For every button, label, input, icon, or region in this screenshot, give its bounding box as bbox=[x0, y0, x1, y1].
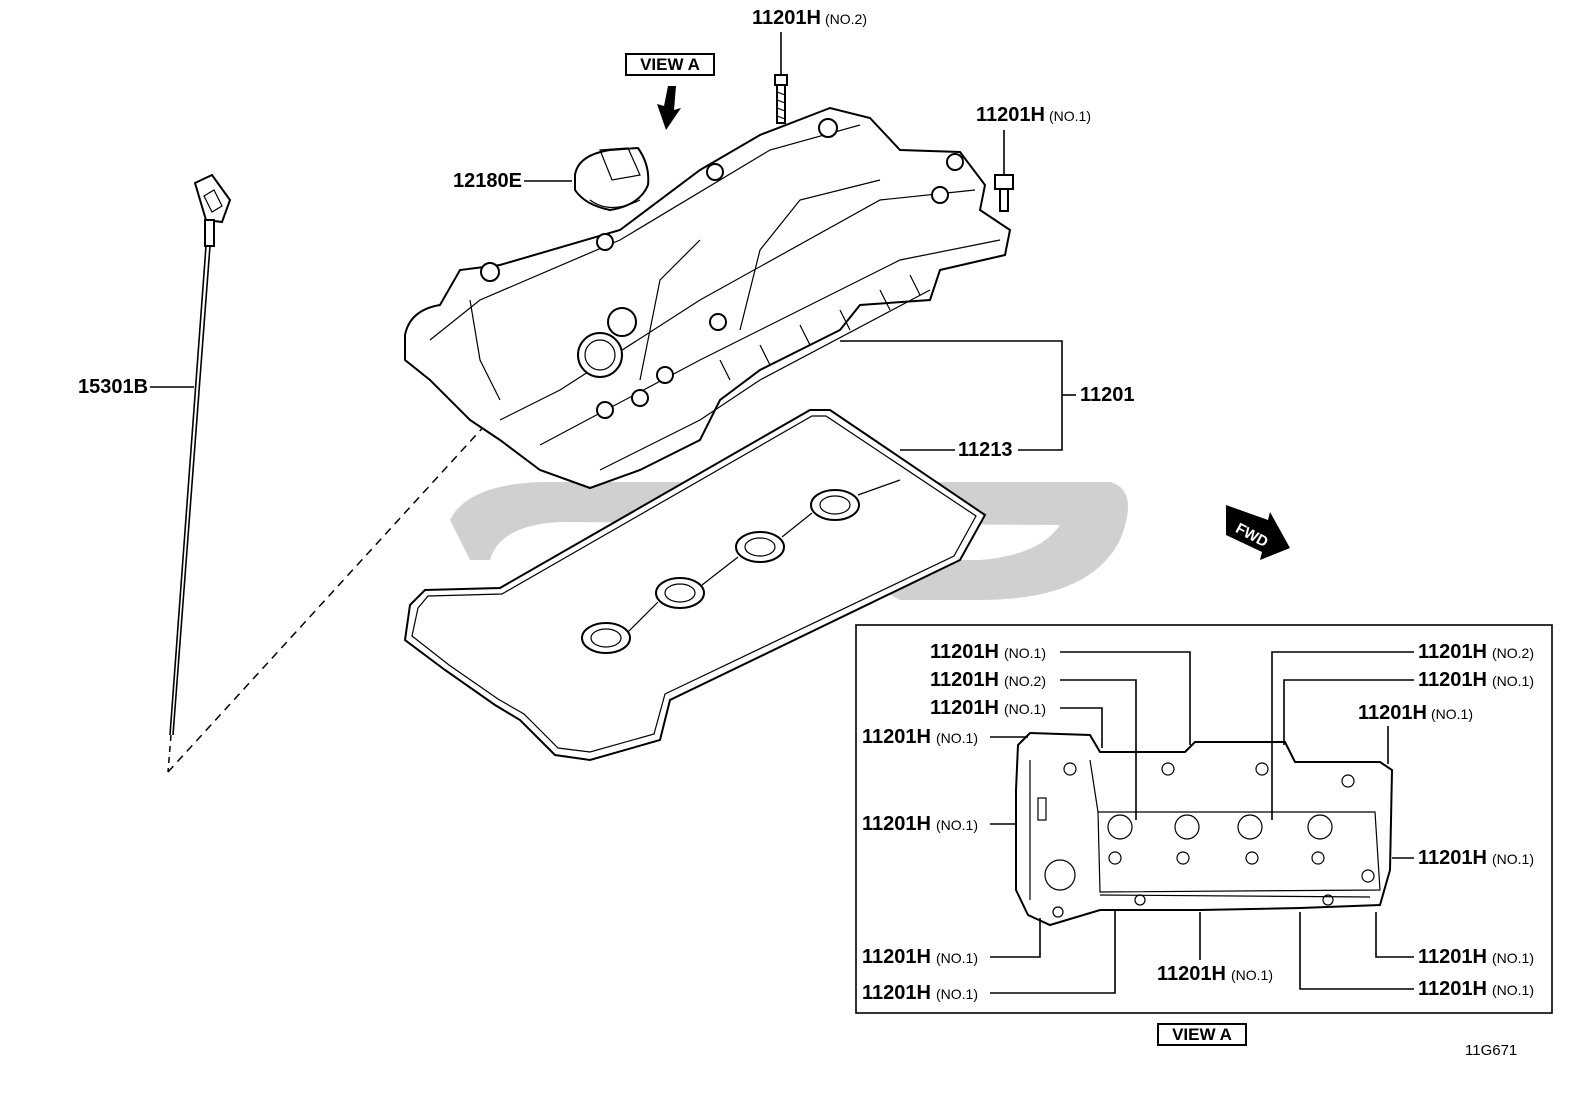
view-a-arrow: VIEW A bbox=[625, 53, 715, 130]
callout-part: 11201H bbox=[976, 104, 1045, 126]
callout-part: 11201H bbox=[862, 813, 931, 835]
callout-part: 11201H bbox=[930, 641, 999, 663]
callout-variant: (NO.1) bbox=[936, 986, 978, 1002]
cylinder-head-cover bbox=[404, 106, 1012, 490]
inset-callout-8: 11201H (NO.2) bbox=[1271, 641, 1534, 820]
callout-variant: (NO.1) bbox=[1004, 701, 1046, 717]
callout-part: 11201H bbox=[1358, 702, 1427, 724]
inset-callouts: 11201H (NO.1) 11201H (NO.2) 11201H (NO.1… bbox=[862, 641, 1534, 1004]
callout-part: 11201H bbox=[862, 946, 931, 968]
callout-variant: (NO.1) bbox=[936, 817, 978, 833]
inset-callout-2: 11201H (NO.2) bbox=[930, 669, 1137, 820]
callout-12180E: 12180E bbox=[453, 170, 572, 192]
inset-callout-6: 11201H (NO.1) bbox=[862, 918, 1041, 968]
callout-variant: (NO.1) bbox=[1049, 108, 1091, 124]
view-a-bottom-label-box: VIEW A bbox=[1157, 1023, 1247, 1046]
callout-part: 11201H bbox=[1418, 946, 1487, 968]
bolt-no2-top bbox=[774, 74, 788, 124]
callout-variant: (NO.1) bbox=[1492, 982, 1534, 998]
callout-variant: (NO.1) bbox=[1492, 851, 1534, 867]
callout-11201H-no2-top: 11201H (NO.2) bbox=[752, 7, 867, 75]
callout-variant: (NO.1) bbox=[936, 730, 978, 746]
inset-callout-9: 11201H (NO.1) bbox=[1283, 669, 1534, 745]
bolt-no1-top bbox=[994, 174, 1014, 212]
inset-callout-10: 11201H (NO.1) bbox=[1358, 702, 1473, 764]
callout-variant: (NO.1) bbox=[1004, 645, 1046, 661]
callout-variant: (NO.1) bbox=[1431, 706, 1473, 722]
callout-11201: 11201 bbox=[840, 340, 1135, 451]
inset-callout-1: 11201H (NO.1) bbox=[930, 641, 1191, 745]
callout-variant: (NO.2) bbox=[1492, 645, 1534, 661]
callout-part: 11201H bbox=[1157, 963, 1226, 985]
callout-variant: (NO.2) bbox=[825, 11, 867, 27]
inset-callout-7: 11201H (NO.1) bbox=[862, 910, 1116, 1004]
callout-variant: (NO.1) bbox=[1492, 950, 1534, 966]
callout-part: 11201H bbox=[1418, 978, 1487, 1000]
callout-part: 11201H bbox=[930, 669, 999, 691]
view-a-bottom-label: VIEW A bbox=[1172, 1025, 1232, 1044]
callout-part: 12180E bbox=[453, 170, 522, 192]
inset-callout-11: 11201H (NO.1) bbox=[1392, 847, 1534, 869]
callout-part: 11201H bbox=[1418, 847, 1487, 869]
inset-callout-4: 11201H (NO.1) bbox=[862, 726, 1028, 748]
view-a-inset bbox=[855, 624, 1553, 1014]
callout-part: 11201H bbox=[1418, 669, 1487, 691]
callout-part: 11201 bbox=[1080, 384, 1135, 406]
callout-part: 15301B bbox=[78, 376, 148, 398]
inset-callout-14: 11201H (NO.1) bbox=[1299, 912, 1534, 1000]
inset-callout-12: 11201H (NO.1) bbox=[1157, 912, 1273, 985]
dipstick-part bbox=[167, 173, 701, 773]
inset-callout-3: 11201H (NO.1) bbox=[930, 697, 1103, 748]
callout-11213: 11213 bbox=[900, 439, 1013, 461]
callout-part: 11213 bbox=[958, 439, 1013, 461]
callout-variant: (NO.1) bbox=[1492, 673, 1534, 689]
callout-variant: (NO.2) bbox=[1004, 673, 1046, 689]
callout-part: 11201H bbox=[862, 982, 931, 1004]
view-a-top-label: VIEW A bbox=[640, 55, 700, 74]
callout-11201H-no1-top: 11201H (NO.1) bbox=[976, 104, 1091, 175]
diagram-code: 11G671 bbox=[1465, 1042, 1517, 1059]
callout-15301B: 15301B bbox=[78, 376, 194, 398]
callout-part: 11201H bbox=[930, 697, 999, 719]
callout-variant: (NO.1) bbox=[1231, 967, 1273, 983]
callout-part: 11201H bbox=[1418, 641, 1487, 663]
inset-callout-5: 11201H (NO.1) bbox=[862, 813, 1016, 835]
fwd-arrow-icon: FWD bbox=[1226, 505, 1290, 560]
cover-gasket bbox=[403, 409, 987, 762]
callout-part: 11201H bbox=[862, 726, 931, 748]
oil-filler-cap bbox=[574, 146, 650, 212]
callout-variant: (NO.1) bbox=[936, 950, 978, 966]
inset-callout-13: 11201H (NO.1) bbox=[1375, 912, 1534, 968]
callout-part: 11201H bbox=[752, 7, 821, 29]
